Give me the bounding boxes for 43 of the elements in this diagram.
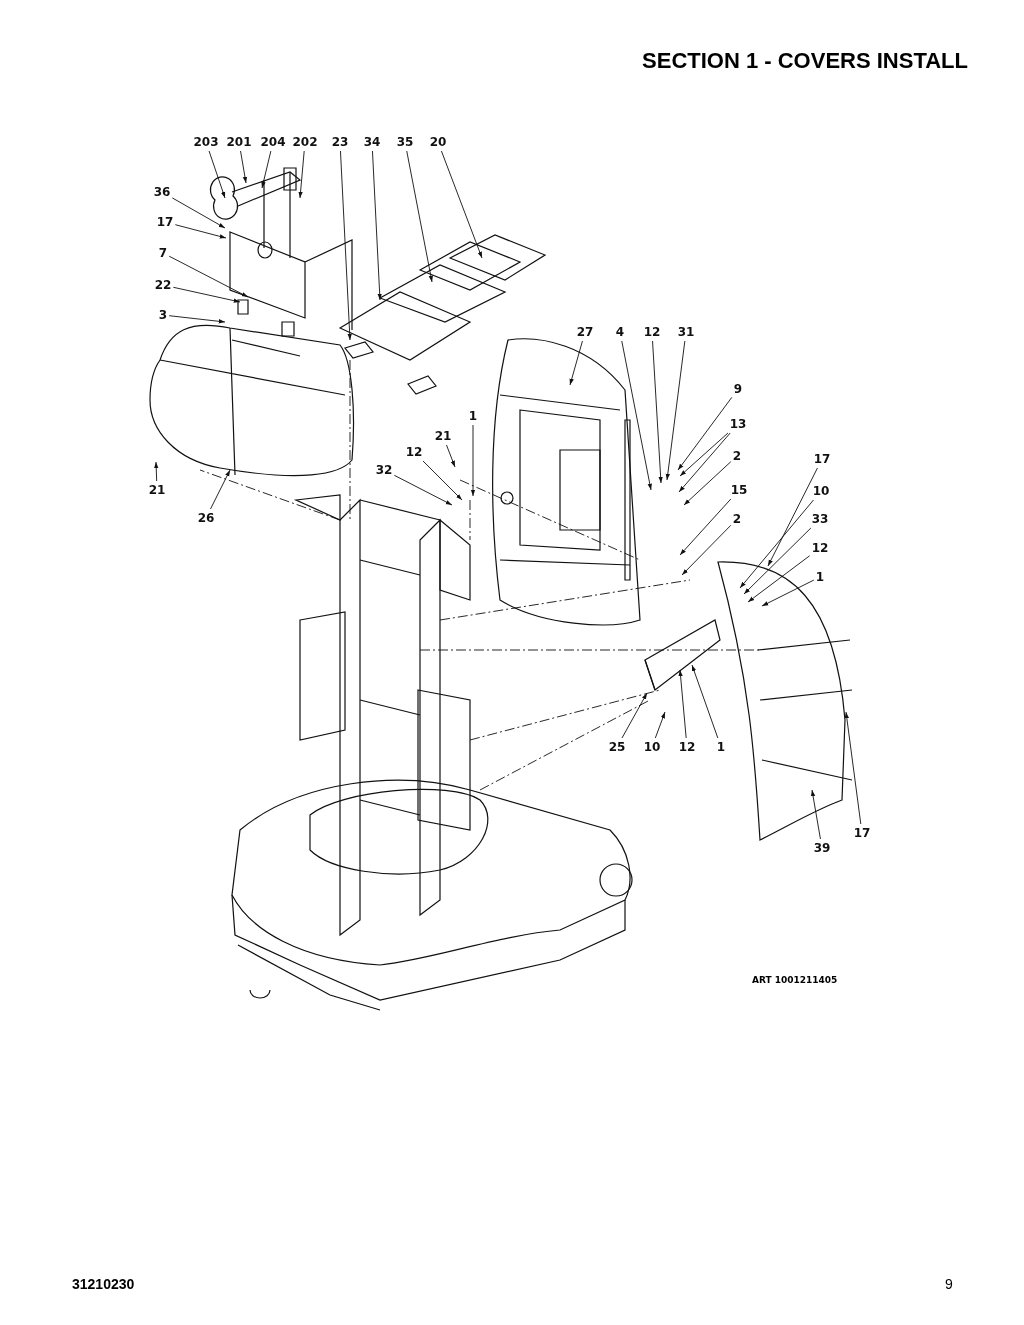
callout-number: 2 xyxy=(732,512,742,526)
art-number: ART 1001211405 xyxy=(752,975,838,985)
callout-number: 22 xyxy=(154,278,172,292)
callout-number: 3 xyxy=(158,308,168,322)
callout-number: 23 xyxy=(331,135,349,149)
callout-number: 10 xyxy=(643,740,661,754)
callout-number: 10 xyxy=(812,484,830,498)
callout-number: 13 xyxy=(729,417,747,431)
callout-number: 33 xyxy=(811,512,829,526)
callout-number: 17 xyxy=(853,826,871,840)
callout-number: 9 xyxy=(733,382,743,396)
callout-number: 1 xyxy=(716,740,726,754)
callout-number: 12 xyxy=(643,325,661,339)
callout-number: 1 xyxy=(815,570,825,584)
callout-number: 21 xyxy=(148,483,166,497)
callout-number: 12 xyxy=(405,445,423,459)
section-title: SECTION 1 - COVERS INSTALL xyxy=(642,48,968,74)
callout-number: 15 xyxy=(730,483,748,497)
callout-number: 21 xyxy=(434,429,452,443)
callout-number: 26 xyxy=(197,511,215,525)
callout-number: 202 xyxy=(292,135,318,149)
callout-number: 39 xyxy=(813,841,831,855)
document-number: 31210230 xyxy=(72,1276,135,1292)
callout-number: 17 xyxy=(813,452,831,466)
callout-number: 12 xyxy=(678,740,696,754)
callout-number: 36 xyxy=(153,185,171,199)
page-number: 9 xyxy=(945,1276,953,1292)
callout-number: 7 xyxy=(158,246,168,260)
callout-number: 25 xyxy=(608,740,626,754)
callout-number: 31 xyxy=(677,325,695,339)
callout-number: 34 xyxy=(363,135,381,149)
callout-number: 2 xyxy=(732,449,742,463)
callout-number: 17 xyxy=(156,215,174,229)
callout-number: 203 xyxy=(193,135,219,149)
callout-number: 20 xyxy=(429,135,447,149)
callout-number: 201 xyxy=(226,135,252,149)
callout-number: 4 xyxy=(615,325,625,339)
callout-number: 204 xyxy=(260,135,286,149)
callout-number: 35 xyxy=(396,135,414,149)
callout-number: 1 xyxy=(468,409,478,423)
callout-number: 27 xyxy=(576,325,594,339)
callout-number: 12 xyxy=(811,541,829,555)
callout-number: 32 xyxy=(375,463,393,477)
